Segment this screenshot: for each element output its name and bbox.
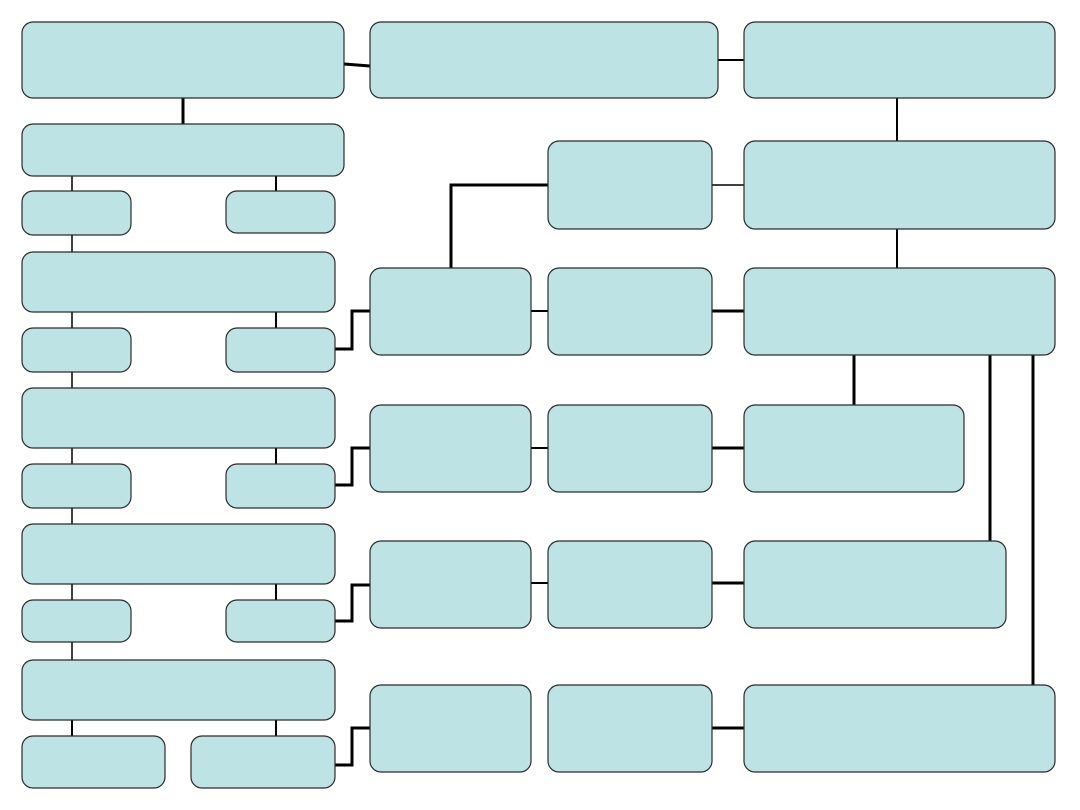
flowchart-box-13 xyxy=(21,523,336,585)
connector-line-1 xyxy=(343,62,371,68)
flowchart-box-15 xyxy=(225,599,336,643)
flowchart-box-32 xyxy=(743,684,1056,773)
flowchart-box-21 xyxy=(369,267,532,356)
flowchart-box-26 xyxy=(743,404,965,493)
flowchart-box-12 xyxy=(225,463,336,509)
connector-line-24 xyxy=(449,183,548,268)
flowchart-box-28 xyxy=(547,540,713,629)
flowchart-box-20 xyxy=(743,140,1056,230)
flowchart-box-18 xyxy=(190,735,336,789)
flowchart-box-6 xyxy=(225,190,336,234)
flowchart-box-23 xyxy=(743,267,1056,356)
flowchart-box-30 xyxy=(369,684,532,773)
connector-layer xyxy=(71,59,1035,767)
connector-line-20 xyxy=(335,309,370,351)
flowchart-box-19 xyxy=(547,140,713,230)
box-layer xyxy=(21,21,1056,789)
connector-line-22 xyxy=(335,583,370,623)
flowchart-box-4 xyxy=(21,123,345,177)
flowchart-box-9 xyxy=(225,327,336,373)
flowchart-box-3 xyxy=(743,21,1056,99)
flowchart-box-31 xyxy=(547,684,713,773)
flowchart-box-8 xyxy=(21,327,132,373)
flowchart-box-14 xyxy=(21,599,132,643)
flowchart-box-25 xyxy=(547,404,713,493)
connector-line-23 xyxy=(335,726,370,767)
flowchart-box-27 xyxy=(369,540,532,629)
flowchart-box-24 xyxy=(369,404,532,493)
flowchart-box-5 xyxy=(21,190,132,236)
flowchart-box-2 xyxy=(369,21,719,99)
connector-line-21 xyxy=(335,446,370,487)
flowchart-box-22 xyxy=(547,267,713,356)
flowchart-box-11 xyxy=(21,463,132,509)
flowchart-box-16 xyxy=(21,659,336,721)
flowchart-box-29 xyxy=(743,540,1007,629)
flowchart-box-17 xyxy=(21,735,166,789)
flowchart-box-7 xyxy=(21,251,336,313)
flowchart-box-1 xyxy=(21,21,345,99)
flowchart-box-10 xyxy=(21,387,336,449)
